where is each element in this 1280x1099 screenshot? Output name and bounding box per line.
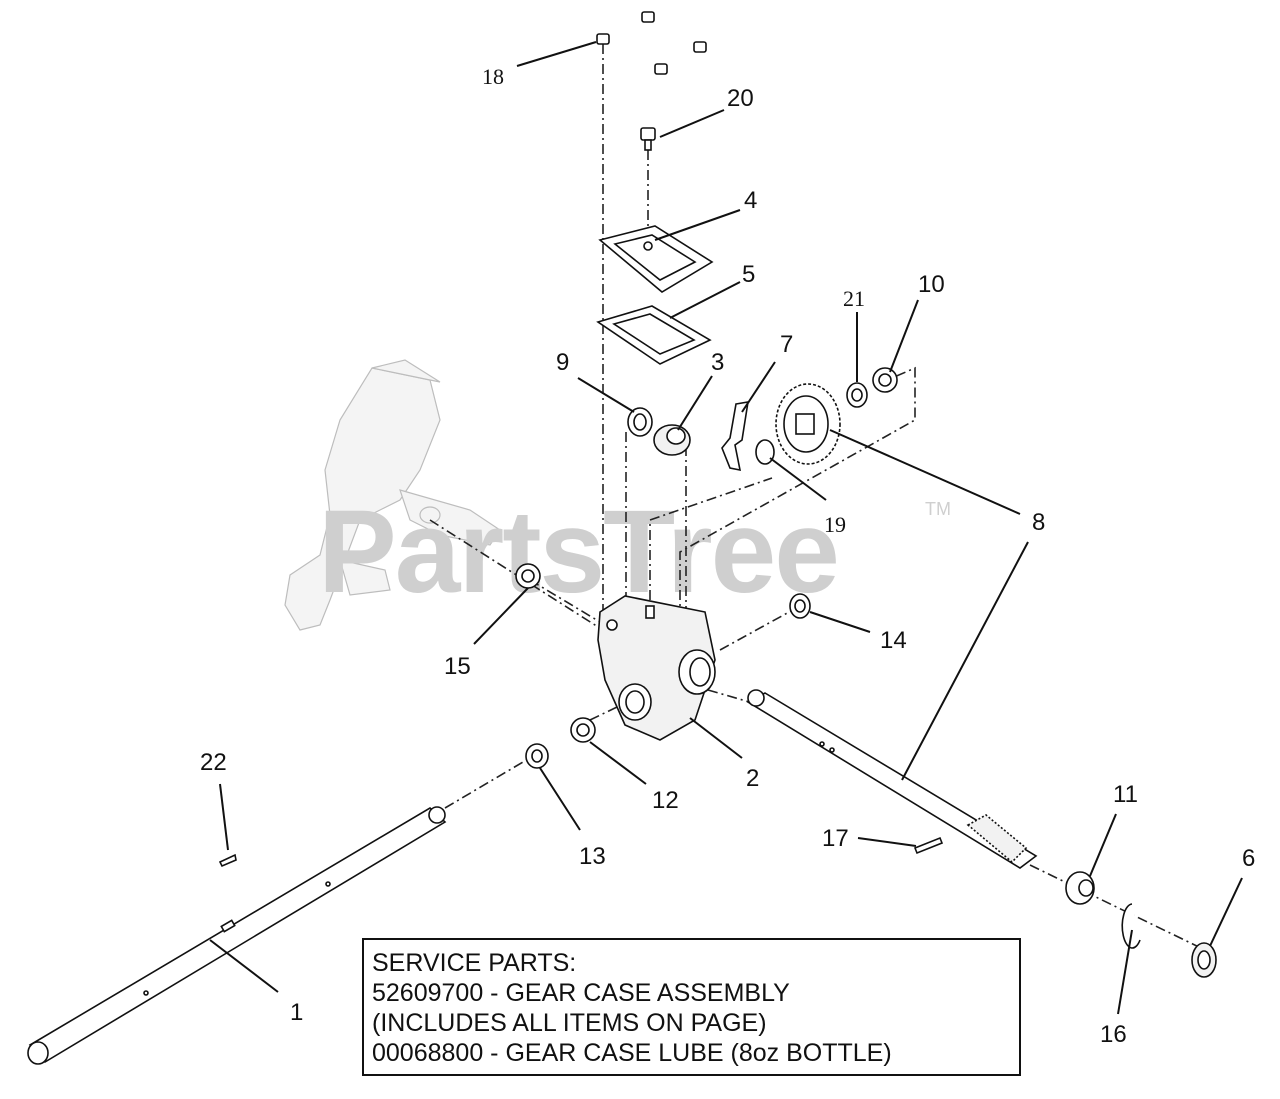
callout-labels: 1 2 3 4 5 6 7 8 9 10 11 12 13 14 15 16 1… [200, 64, 1255, 1048]
worm-gear [775, 383, 841, 465]
callout-2: 2 [746, 765, 759, 792]
callout-16: 16 [1100, 1021, 1127, 1048]
callout-5: 5 [742, 261, 755, 288]
callout-18: 18 [482, 64, 504, 89]
worm-shaft [746, 689, 1038, 869]
callout-3: 3 [711, 349, 724, 376]
callout-11: 11 [1113, 781, 1138, 808]
service-parts-line-2: (INCLUDES ALL ITEMS ON PAGE) [372, 1009, 767, 1037]
service-parts-line-1: 52609700 - GEAR CASE ASSEMBLY [372, 979, 790, 1007]
leader-lines [209, 41, 1243, 1015]
callout-6: 6 [1242, 845, 1255, 872]
bushing-3 [653, 424, 691, 456]
shear-pin-22 [218, 853, 237, 868]
callout-19: 19 [824, 512, 846, 537]
callout-8: 8 [1032, 509, 1045, 536]
washer-15 [515, 563, 541, 589]
thrust-washer-21 [846, 382, 868, 408]
washer-14 [789, 593, 811, 619]
callout-9: 9 [556, 349, 569, 376]
oil-seal-6 [1191, 942, 1217, 978]
roll-pin-17 [913, 836, 944, 855]
auger-shaft [27, 806, 447, 1065]
callout-1: 1 [290, 999, 303, 1026]
gasket [596, 305, 712, 365]
callout-15: 15 [444, 653, 471, 680]
watermark-text: PartsTree [318, 486, 838, 618]
callout-22: 22 [200, 749, 227, 776]
service-parts-box: SERVICE PARTS: 52609700 - GEAR CASE ASSE… [362, 938, 1021, 1076]
watermark-trademark: TM [925, 499, 951, 519]
snap-ring-16 [1121, 903, 1141, 949]
bearing-9 [627, 407, 653, 437]
washer-13 [525, 743, 549, 769]
bearing-11 [1065, 871, 1095, 905]
ghost-auger-illustration [284, 359, 501, 631]
bolt-set [596, 11, 707, 151]
service-parts-heading: SERVICE PARTS: [372, 949, 577, 977]
washer-12 [570, 717, 596, 743]
callout-7: 7 [780, 331, 793, 358]
gear-case [597, 595, 716, 741]
service-parts-line-3: 00068800 - GEAR CASE LUBE (8oz BOTTLE) [372, 1039, 892, 1067]
callout-4: 4 [744, 187, 757, 214]
callout-10: 10 [918, 271, 945, 298]
callout-14: 14 [880, 627, 907, 654]
callout-21: 21 [843, 286, 865, 311]
key-clip [721, 401, 749, 472]
callout-17: 17 [822, 825, 849, 852]
gear-case-cover [598, 225, 714, 293]
callout-12: 12 [652, 787, 679, 814]
callout-20: 20 [727, 85, 754, 112]
assembly-center-lines [429, 44, 1206, 951]
bearing-10 [872, 367, 898, 393]
retaining-ring-19 [755, 439, 775, 465]
callout-13: 13 [579, 843, 606, 870]
